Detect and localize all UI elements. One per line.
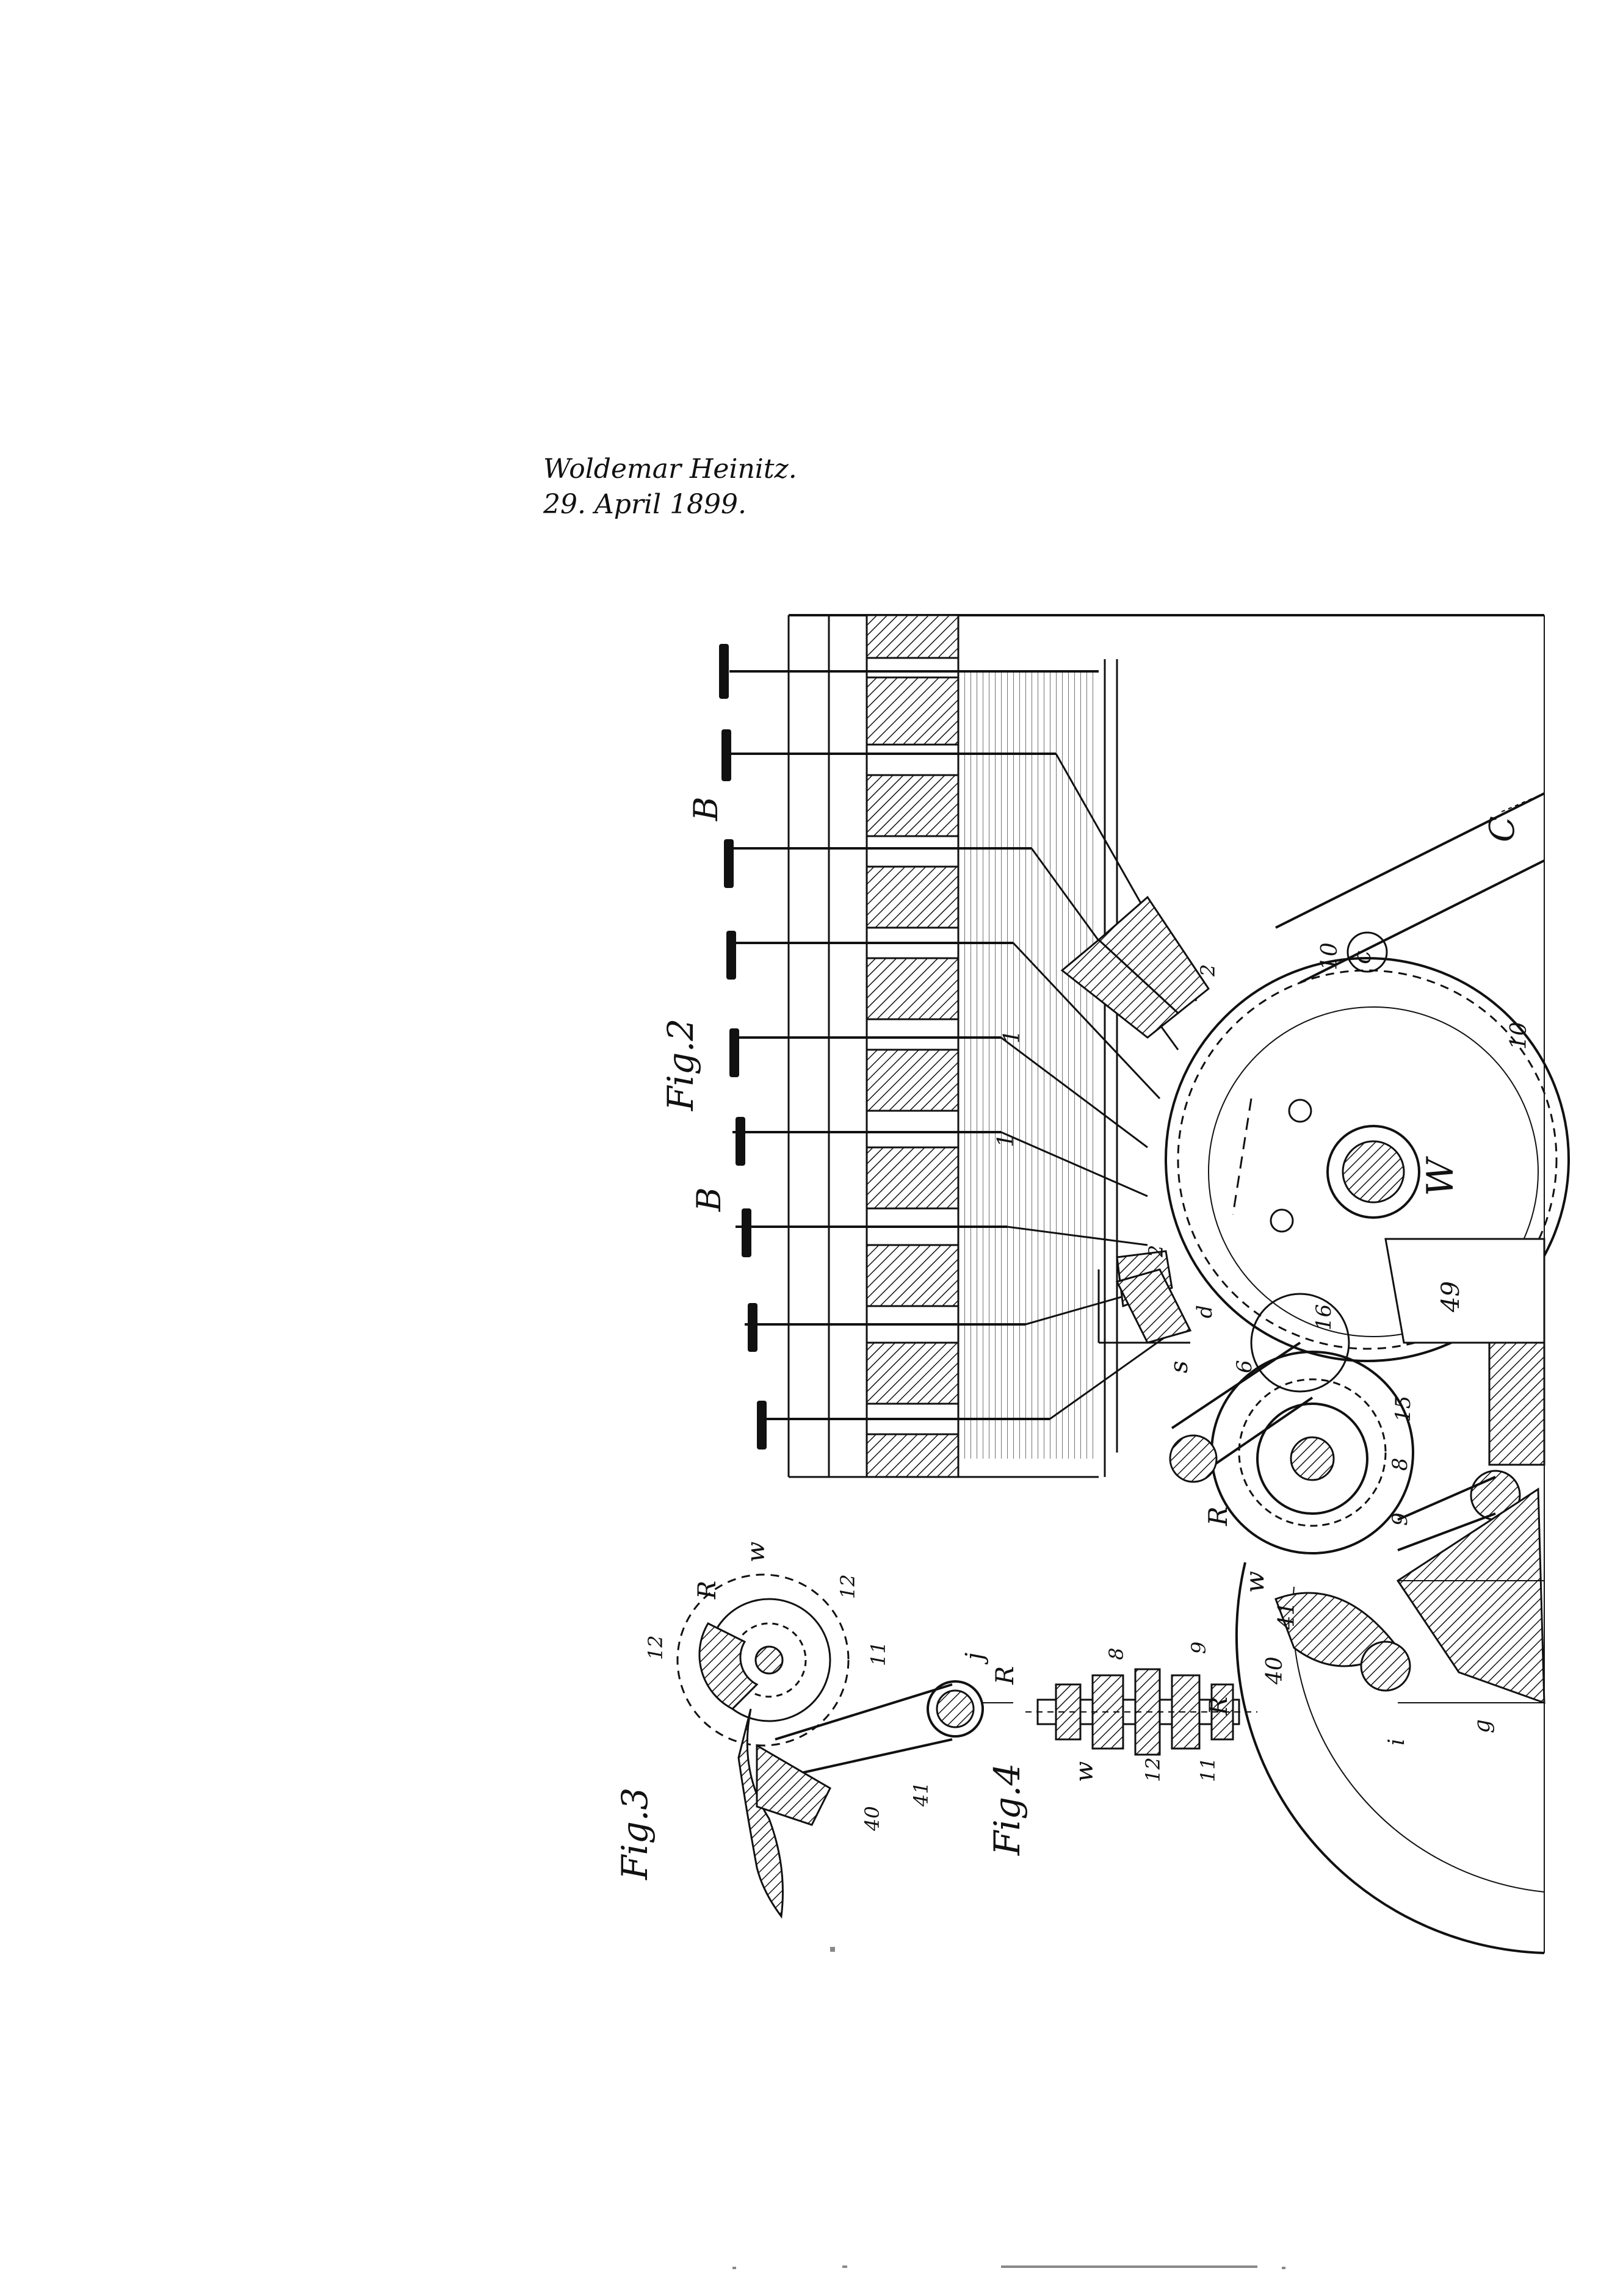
fig4-label-9: 9 <box>1187 1642 1210 1654</box>
fig3-label-41: 41 <box>909 1782 933 1807</box>
fig3-title: Fig.3 <box>614 1788 656 1880</box>
fig4-label-11: 11 <box>1196 1757 1220 1782</box>
label-1-a: 1 <box>1000 1030 1025 1044</box>
label-41: 41 <box>1274 1601 1299 1630</box>
label-49: 49 <box>1437 1281 1465 1313</box>
fig3-label-j: j <box>961 1653 989 1665</box>
label-8: 8 <box>1388 1457 1412 1471</box>
fig4-label-R-b: R <box>1205 1697 1233 1716</box>
label-R: R <box>1203 1506 1233 1526</box>
fig4-label-8: 8 <box>1105 1648 1128 1660</box>
label-2-a: 2 <box>1196 964 1220 977</box>
label-w: w <box>1240 1571 1270 1593</box>
fig3-drawing <box>676 1573 984 1919</box>
label-g: g <box>1470 1719 1495 1733</box>
label-s: s <box>1165 1360 1193 1373</box>
fig2-drawing <box>719 614 1570 1954</box>
inventor-name: Woldemar Heinitz. <box>543 453 797 485</box>
fig2-labels: Fig.2 B B C c W 10 10 1 1 2 2 16 15 6 8 … <box>660 796 1531 1745</box>
scan-noise <box>732 1947 1285 2269</box>
fig3-labels: Fig.3 R w 12 12 11 j 40 41 <box>614 1542 989 1880</box>
label-C: C <box>1483 816 1522 842</box>
label-B-1: B <box>687 796 725 821</box>
label-6: 6 <box>1232 1360 1257 1373</box>
label-9: 9 <box>1388 1512 1412 1526</box>
fig2-title: Fig.2 <box>660 1019 701 1111</box>
fig3-label-11: 11 <box>867 1641 890 1666</box>
fig4-drawing <box>983 1668 1257 1756</box>
label-2-b: 2 <box>1144 1245 1168 1258</box>
label-1-b: 1 <box>994 1133 1019 1147</box>
fig4-title: Fig.4 <box>986 1763 1028 1856</box>
fig4-label-R-a: R <box>991 1666 1019 1685</box>
label-16: 16 <box>1312 1304 1336 1330</box>
header-block: Woldemar Heinitz. 29. April 1899. <box>543 452 797 522</box>
label-d: d <box>1193 1305 1217 1318</box>
fig3-label-40: 40 <box>861 1806 884 1832</box>
label-c: c <box>1348 951 1376 964</box>
fig4-label-12: 12 <box>1141 1757 1165 1782</box>
fig3-label-12-b: 12 <box>836 1574 859 1599</box>
fig4-label-w: w <box>1071 1761 1099 1782</box>
label-10-b: 10 <box>1506 1022 1531 1050</box>
label-B-2: B <box>690 1187 728 1212</box>
label-i: i <box>1384 1738 1409 1745</box>
fig3-label-12-a: 12 <box>644 1635 667 1660</box>
label-W: W <box>1419 1156 1462 1196</box>
fig4-labels: Fig.4 R 8 9 R 11 12 w <box>986 1642 1233 1856</box>
label-10-a: 10 <box>1317 942 1342 970</box>
label-15: 15 <box>1391 1396 1415 1422</box>
fig3-label-R: R <box>693 1581 721 1600</box>
label-40: 40 <box>1262 1656 1287 1685</box>
patent-date: 29. April 1899. <box>543 489 747 520</box>
fig3-label-w: w <box>742 1542 770 1562</box>
